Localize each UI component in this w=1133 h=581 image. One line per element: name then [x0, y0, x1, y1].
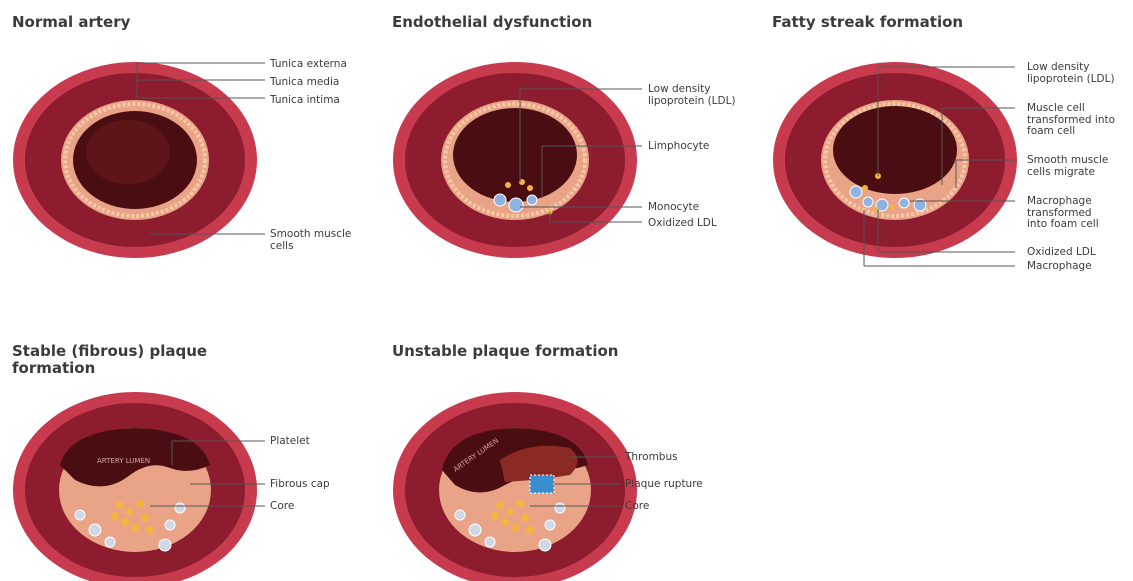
label-tunica-media: Tunica media: [270, 77, 339, 89]
panel-normal-artery: Normal artery Tunica externa Tunica medi…: [0, 0, 380, 290]
label-macrophage-foam-cell: Macrophage transformed into foam cell: [1027, 196, 1099, 231]
label-smooth-muscle: Smooth muscle cells: [270, 229, 351, 252]
label-fibrous-cap: Fibrous cap: [270, 479, 330, 491]
label-lumen: ARTERY LUMEN: [97, 456, 150, 468]
label-platelet: Platelet: [270, 436, 310, 448]
label-limphocyte: Limphocyte: [648, 141, 709, 153]
panel-fatty-streak: Fatty streak formation Low density lipop…: [760, 0, 1133, 290]
panel-endothelial-dysfunction: Endothelial dysfunction Low density lipo…: [380, 0, 760, 290]
label-oxidized-ldl: Oxidized LDL: [648, 218, 717, 230]
label-oxidized-ldl: Oxidized LDL: [1027, 247, 1096, 259]
label-core: Core: [625, 501, 649, 513]
label-thrombus: Thrombus: [625, 452, 678, 464]
label-macrophage: Macrophage: [1027, 261, 1092, 273]
label-core: Core: [270, 501, 294, 513]
stable-plaque-illustration: [0, 290, 380, 581]
panel-stable-plaque: Stable (fibrous) plaque formation ARTERY…: [0, 290, 380, 581]
panel-unstable-plaque: Unstable plaque formation ARTERY LUMEN T…: [380, 290, 760, 581]
label-smooth-muscle-migrate: Smooth muscle cells migrate: [1027, 155, 1108, 178]
label-tunica-externa: Tunica externa: [270, 59, 347, 71]
label-ldl: Low density lipoprotein (LDL): [1027, 62, 1115, 85]
label-plaque-rupture: Plaque rupture: [625, 479, 703, 491]
label-monocyte: Monocyte: [648, 202, 699, 214]
unstable-plaque-illustration: [380, 290, 760, 581]
label-ldl: Low density lipoprotein (LDL): [648, 84, 736, 107]
label-muscle-foam-cell: Muscle cell transformed into foam cell: [1027, 103, 1115, 138]
label-tunica-intima: Tunica intima: [270, 95, 340, 107]
